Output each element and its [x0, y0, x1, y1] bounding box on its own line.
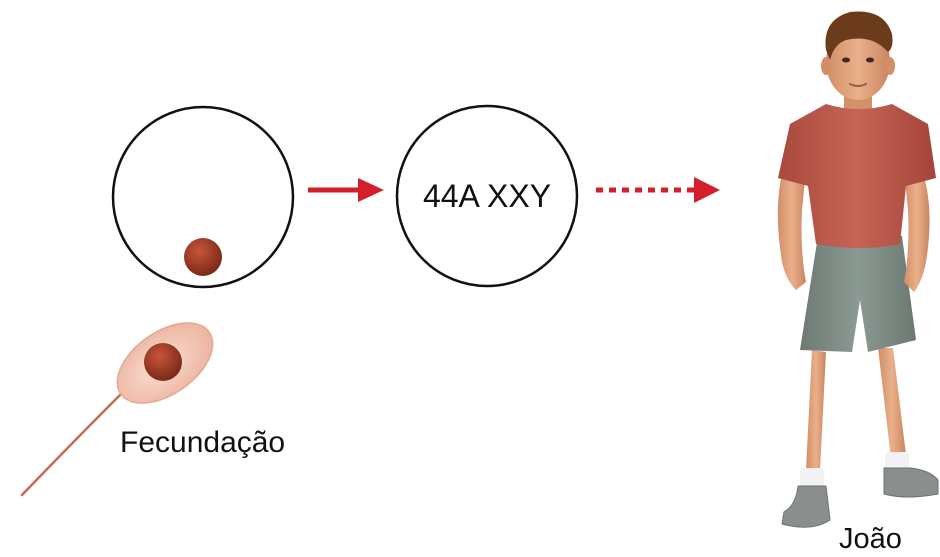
- dashed-arrow-right-icon: [596, 177, 720, 203]
- boy-figure-icon: [777, 11, 939, 528]
- sperm-cell-icon: [20, 322, 214, 497]
- sperm-tail: [20, 393, 122, 497]
- arrow-right-icon: [308, 178, 384, 202]
- egg-nucleus: [184, 238, 222, 276]
- person-name-label: João: [839, 523, 902, 555]
- egg-cell-icon: [111, 105, 295, 289]
- zygote-cell-icon: [395, 104, 579, 288]
- zygote-karyotype-label: 44A XXY: [422, 178, 552, 214]
- sperm-nucleus: [144, 343, 182, 381]
- fertilization-label: Fecundação: [120, 426, 286, 459]
